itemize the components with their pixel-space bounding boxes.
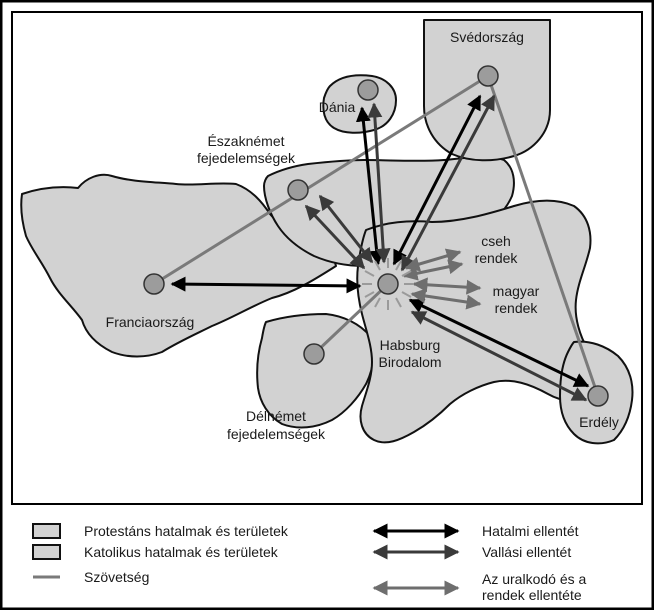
religious-arrow-erdely (410, 310, 588, 402)
legend-estates-label-2: rendek ellentéte (482, 587, 582, 603)
node-svedorszag (477, 65, 499, 87)
estates-arrow-magyar-2 (410, 288, 482, 310)
religious-arrow-svedorszag (400, 94, 496, 272)
label-eszaknemet-2: fejedelemségek (197, 150, 296, 166)
legend-catholic-swatch (32, 544, 61, 560)
legend-estates-label-1: Az uralkodó és a (482, 571, 586, 587)
estates-arrow-magyar-1 (412, 277, 482, 295)
node-dania (357, 79, 379, 101)
node-delnemet (303, 343, 325, 365)
habsburg-starburst-icon (362, 258, 414, 310)
estates-conflict-arrows (402, 248, 482, 310)
alliance-habsburg-delnemet (312, 282, 390, 356)
label-cseh-2: rendek (475, 250, 519, 266)
power-arrow-franciaorszag (170, 276, 362, 294)
node-franciaorszag (143, 273, 165, 295)
nodes (143, 65, 609, 407)
label-habsburg-1: Habsburg (380, 337, 441, 353)
legend-protestant-label: Protestáns hatalmak és területek (84, 523, 289, 539)
node-erdely (587, 385, 609, 407)
label-delnemet-1: Délnémet (246, 408, 306, 424)
religious-arrow-eszaknemet-2 (318, 194, 374, 264)
region-labels: Svédország Dánia Északnémet fejedelemség… (106, 29, 619, 442)
label-delnemet-2: fejedelemségek (227, 426, 326, 442)
religious-arrow-dania (367, 102, 391, 264)
legend-power-label: Hatalmi ellentét (482, 523, 579, 539)
label-magyar-2: rendek (495, 300, 539, 316)
label-cseh-1: cseh (481, 233, 511, 249)
node-eszaknemet (287, 179, 309, 201)
label-svedorszag: Svédország (450, 29, 524, 45)
religious-conflict-arrows (304, 94, 588, 402)
node-habsburg (377, 273, 399, 295)
legend-catholic-label: Katolikus hatalmak és területek (84, 544, 279, 560)
legend-alliance-label: Szövetség (84, 569, 149, 585)
label-habsburg-2: Birodalom (378, 354, 441, 370)
label-erdely: Erdély (579, 414, 619, 430)
region-delnemet (256, 313, 375, 429)
legend: Protestáns hatalmak és területek Katolik… (32, 523, 586, 603)
label-eszaknemet-1: Északnémet (207, 133, 284, 149)
legend-religious-label: Vallási ellentét (482, 544, 571, 560)
label-dania: Dánia (319, 99, 356, 115)
label-franciaorszag: Franciaország (106, 314, 195, 330)
estates-arrow-cseh-2 (402, 259, 464, 281)
legend-protestant-swatch (32, 523, 61, 539)
label-magyar-1: magyar (493, 283, 540, 299)
